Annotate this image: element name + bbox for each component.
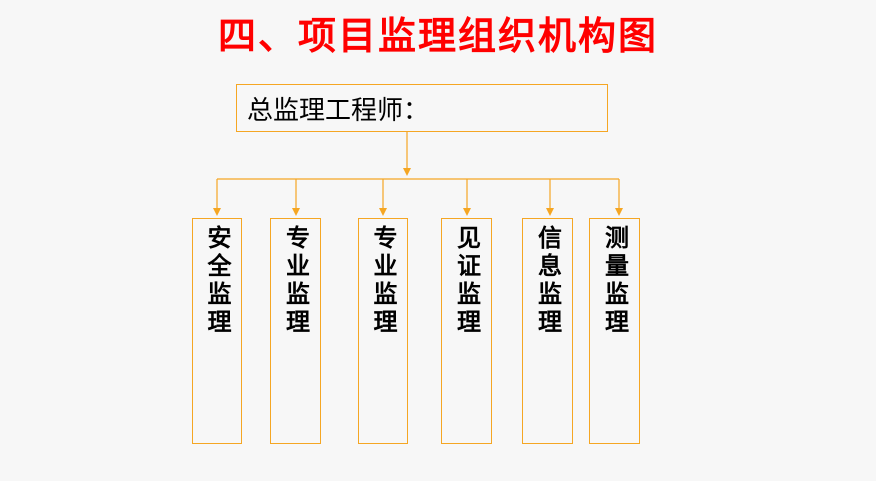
role-label: 专业监理	[369, 225, 398, 337]
slide-title: 四、项目监理组织机构图	[217, 13, 658, 58]
role-box-safety: 安全监理	[192, 218, 242, 444]
role-label: 专业监理	[281, 225, 311, 337]
role-label: 信息监理	[533, 225, 563, 337]
role-box-witness: 见证监理	[441, 218, 492, 444]
role-box-information: 信息监理	[522, 218, 573, 444]
role-box-survey: 测量监理	[589, 218, 640, 444]
role-box-professional-2: 专业监理	[358, 218, 408, 444]
role-label: 测量监理	[600, 225, 630, 337]
chief-supervisor-label: 总监理工程师：	[247, 95, 430, 126]
role-label: 安全监理	[203, 225, 232, 337]
chief-supervisor-box: 总监理工程师：	[236, 84, 608, 132]
role-label: 见证监理	[452, 225, 482, 337]
role-box-professional-1: 专业监理	[270, 218, 321, 444]
